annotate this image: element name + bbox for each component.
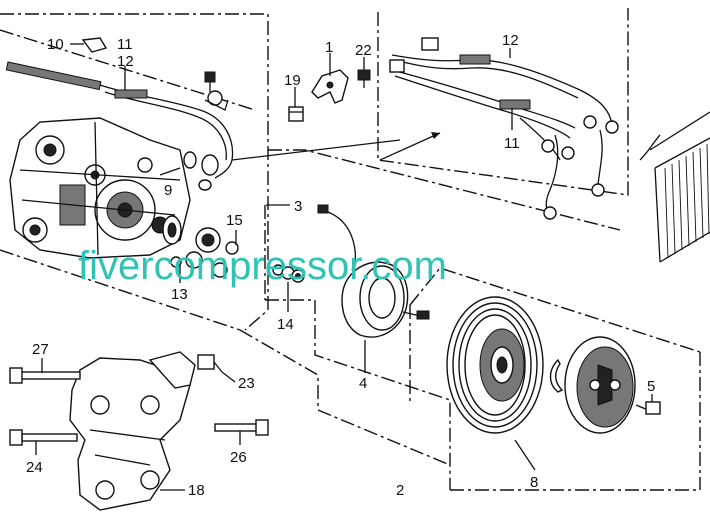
compressor-body — [9, 117, 191, 259]
harness-terminal-5 — [543, 206, 557, 220]
harness-connector-a — [421, 37, 439, 51]
callout-8: 8 — [530, 474, 538, 491]
harness-sleeve-b — [499, 99, 531, 110]
armature-plate — [564, 336, 661, 434]
group-outlines — [0, 8, 701, 491]
bolt-26 — [214, 423, 261, 432]
callout-19: 19 — [284, 72, 301, 89]
harness-terminal-3 — [561, 146, 575, 160]
callout-5: 5 — [647, 378, 655, 395]
harness-terminal-1 — [605, 120, 619, 134]
callout-9: 9 — [164, 182, 172, 199]
bracket-parts — [288, 69, 371, 122]
callout-4: 4 — [359, 375, 367, 392]
harness-terminal-6 — [591, 183, 605, 197]
callout-12-left: 12 — [117, 53, 134, 70]
callout-13: 13 — [171, 286, 188, 303]
callout-18: 18 — [188, 482, 205, 499]
spacer-23 — [197, 354, 215, 370]
callout-10: 10 — [47, 36, 64, 53]
callout-11-right: 11 — [504, 135, 520, 152]
field-coil-lead — [317, 204, 357, 271]
harness-sleeve-a — [459, 54, 491, 65]
harness-terminal-2 — [583, 115, 597, 129]
callout-24: 24 — [26, 459, 43, 476]
callout-22: 22 — [355, 42, 372, 59]
callout-23: 23 — [238, 375, 255, 392]
leader-lines — [35, 43, 653, 491]
callout-12-right: 12 — [502, 32, 519, 49]
compressor-harness — [5, 37, 401, 179]
callout-15: 15 — [226, 212, 243, 229]
wire-harness — [379, 37, 619, 220]
bolt-27 — [19, 371, 81, 380]
callout-14: 14 — [277, 316, 294, 333]
harness-connector-b — [389, 59, 405, 73]
callout-27: 27 — [32, 341, 49, 358]
field-coil — [341, 261, 430, 338]
callout-26: 26 — [230, 449, 247, 466]
condenser — [639, 111, 710, 263]
snap-ring — [549, 358, 564, 393]
watermark-text: fivercompressor.com — [78, 244, 447, 288]
harness-terminal-4 — [541, 139, 555, 153]
harness-clip — [81, 37, 108, 53]
bolt-24 — [21, 433, 78, 442]
callout-labels: 10 11 12 1 22 19 12 11 9 15 3 13 14 4 5 … — [26, 32, 655, 499]
armature-bolt — [645, 401, 661, 415]
pulley — [446, 296, 564, 434]
mount-bracket — [9, 351, 269, 511]
callout-2: 2 — [396, 482, 404, 499]
shim-washers — [272, 264, 305, 283]
callout-3: 3 — [294, 198, 302, 215]
callout-11-left: 11 — [117, 36, 133, 53]
compressor-small-parts — [162, 71, 239, 278]
callout-1: 1 — [325, 39, 333, 56]
